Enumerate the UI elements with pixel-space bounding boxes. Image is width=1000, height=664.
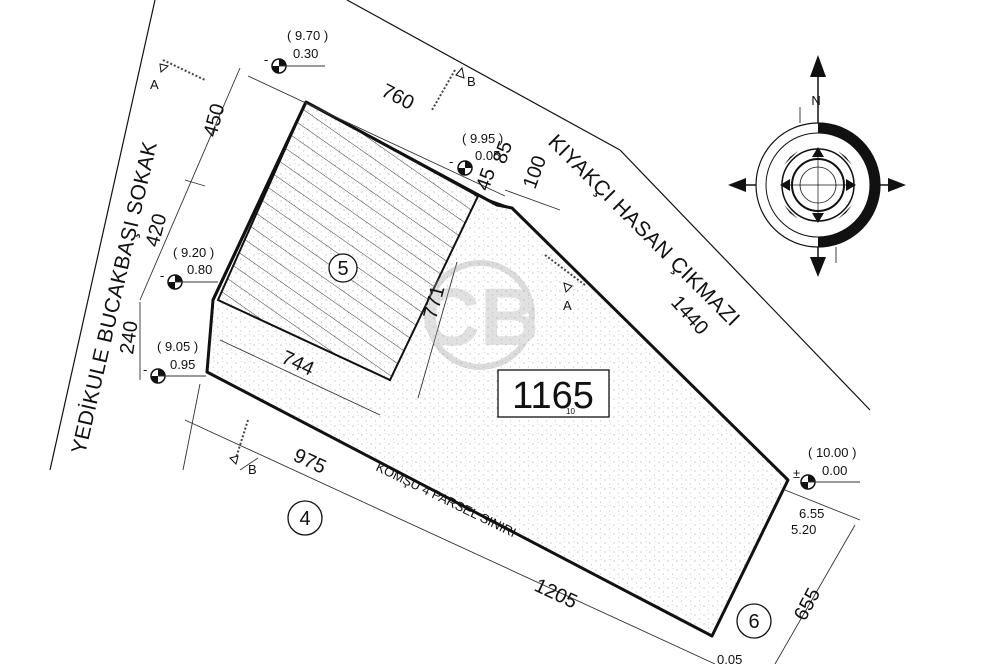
elevation-bottom: 0.00 xyxy=(822,463,847,478)
dim-760: 760 xyxy=(378,80,418,115)
lot-1165 xyxy=(205,100,790,638)
section-marker-b1: B xyxy=(431,66,476,111)
elevation-bottom: 0.05 xyxy=(475,148,500,163)
elevation-sign: - xyxy=(449,154,453,169)
section-label: A xyxy=(150,77,159,92)
elevation-marker: ± ( 10.00 ) 0.00 xyxy=(793,445,860,490)
elevation-sign: ± xyxy=(793,466,800,481)
corner-label-a: 6.55 xyxy=(799,506,824,521)
dim-45: 45 xyxy=(472,165,500,193)
elevation-sign: - xyxy=(160,268,164,283)
compass-icon: N xyxy=(728,55,906,277)
section-label: B xyxy=(248,462,257,477)
elevation-top: ( 10.00 ) xyxy=(808,445,856,460)
parcel-5-label: 5 xyxy=(337,258,348,280)
parcel-6-marker: 6 xyxy=(736,603,772,639)
elevation-top: ( 9.95 ) xyxy=(462,131,503,146)
elevation-sign: - xyxy=(143,362,147,377)
corner-label-b: 5.20 xyxy=(791,522,816,537)
dim-450: 450 xyxy=(200,101,230,139)
parcel-4-marker: 4 xyxy=(287,500,323,536)
elevation-bottom: 0.30 xyxy=(293,46,318,61)
watermark-text: CB xyxy=(421,272,539,363)
elevation-marker: - ( 9.70 ) 0.30 xyxy=(264,28,328,74)
section-label: A xyxy=(563,298,572,313)
dim-1205: 1205 xyxy=(531,575,581,614)
street-yedikule: YEDİKULE BUCAKBAŞI SOKAK xyxy=(67,139,161,456)
corner-label-c: 0.05 xyxy=(717,652,742,664)
section-marker-b2: B xyxy=(229,419,257,477)
dim-100: 100 xyxy=(519,153,551,192)
street-lines xyxy=(49,0,871,471)
elevation-top: ( 9.20 ) xyxy=(173,245,214,260)
parcel-5-marker: 5 xyxy=(328,253,358,283)
lot-number: 1165 xyxy=(512,375,594,417)
dimension-lines xyxy=(139,67,861,664)
elevation-bottom: 0.95 xyxy=(170,357,195,372)
elevation-sign: - xyxy=(264,52,268,67)
compass-north-label: N xyxy=(811,93,820,108)
dim-240: 240 xyxy=(116,320,142,356)
dim-975: 975 xyxy=(290,445,330,479)
elevation-marker: - ( 9.95 ) 0.05 xyxy=(449,131,503,176)
lot-sub: 10 xyxy=(566,407,575,416)
section-label: B xyxy=(467,74,476,89)
dim-420: 420 xyxy=(142,211,172,249)
elevation-marker: - ( 9.20 ) 0.80 xyxy=(160,245,218,290)
section-marker-a2: A xyxy=(544,254,586,313)
elevation-marker: - ( 9.05 ) 0.95 xyxy=(143,339,206,384)
lot-number-box: 1165 10 xyxy=(497,369,610,418)
elevation-top: ( 9.70 ) xyxy=(287,28,328,43)
elevation-bottom: 0.80 xyxy=(187,262,212,277)
parcel-6-label: 6 xyxy=(748,611,759,633)
elevation-top: ( 9.05 ) xyxy=(157,339,198,354)
parcel-4-label: 4 xyxy=(299,508,310,530)
dim-655: 655 xyxy=(790,585,825,625)
section-marker-a1: A xyxy=(150,59,206,92)
watermark-logo: CB xyxy=(421,260,539,370)
